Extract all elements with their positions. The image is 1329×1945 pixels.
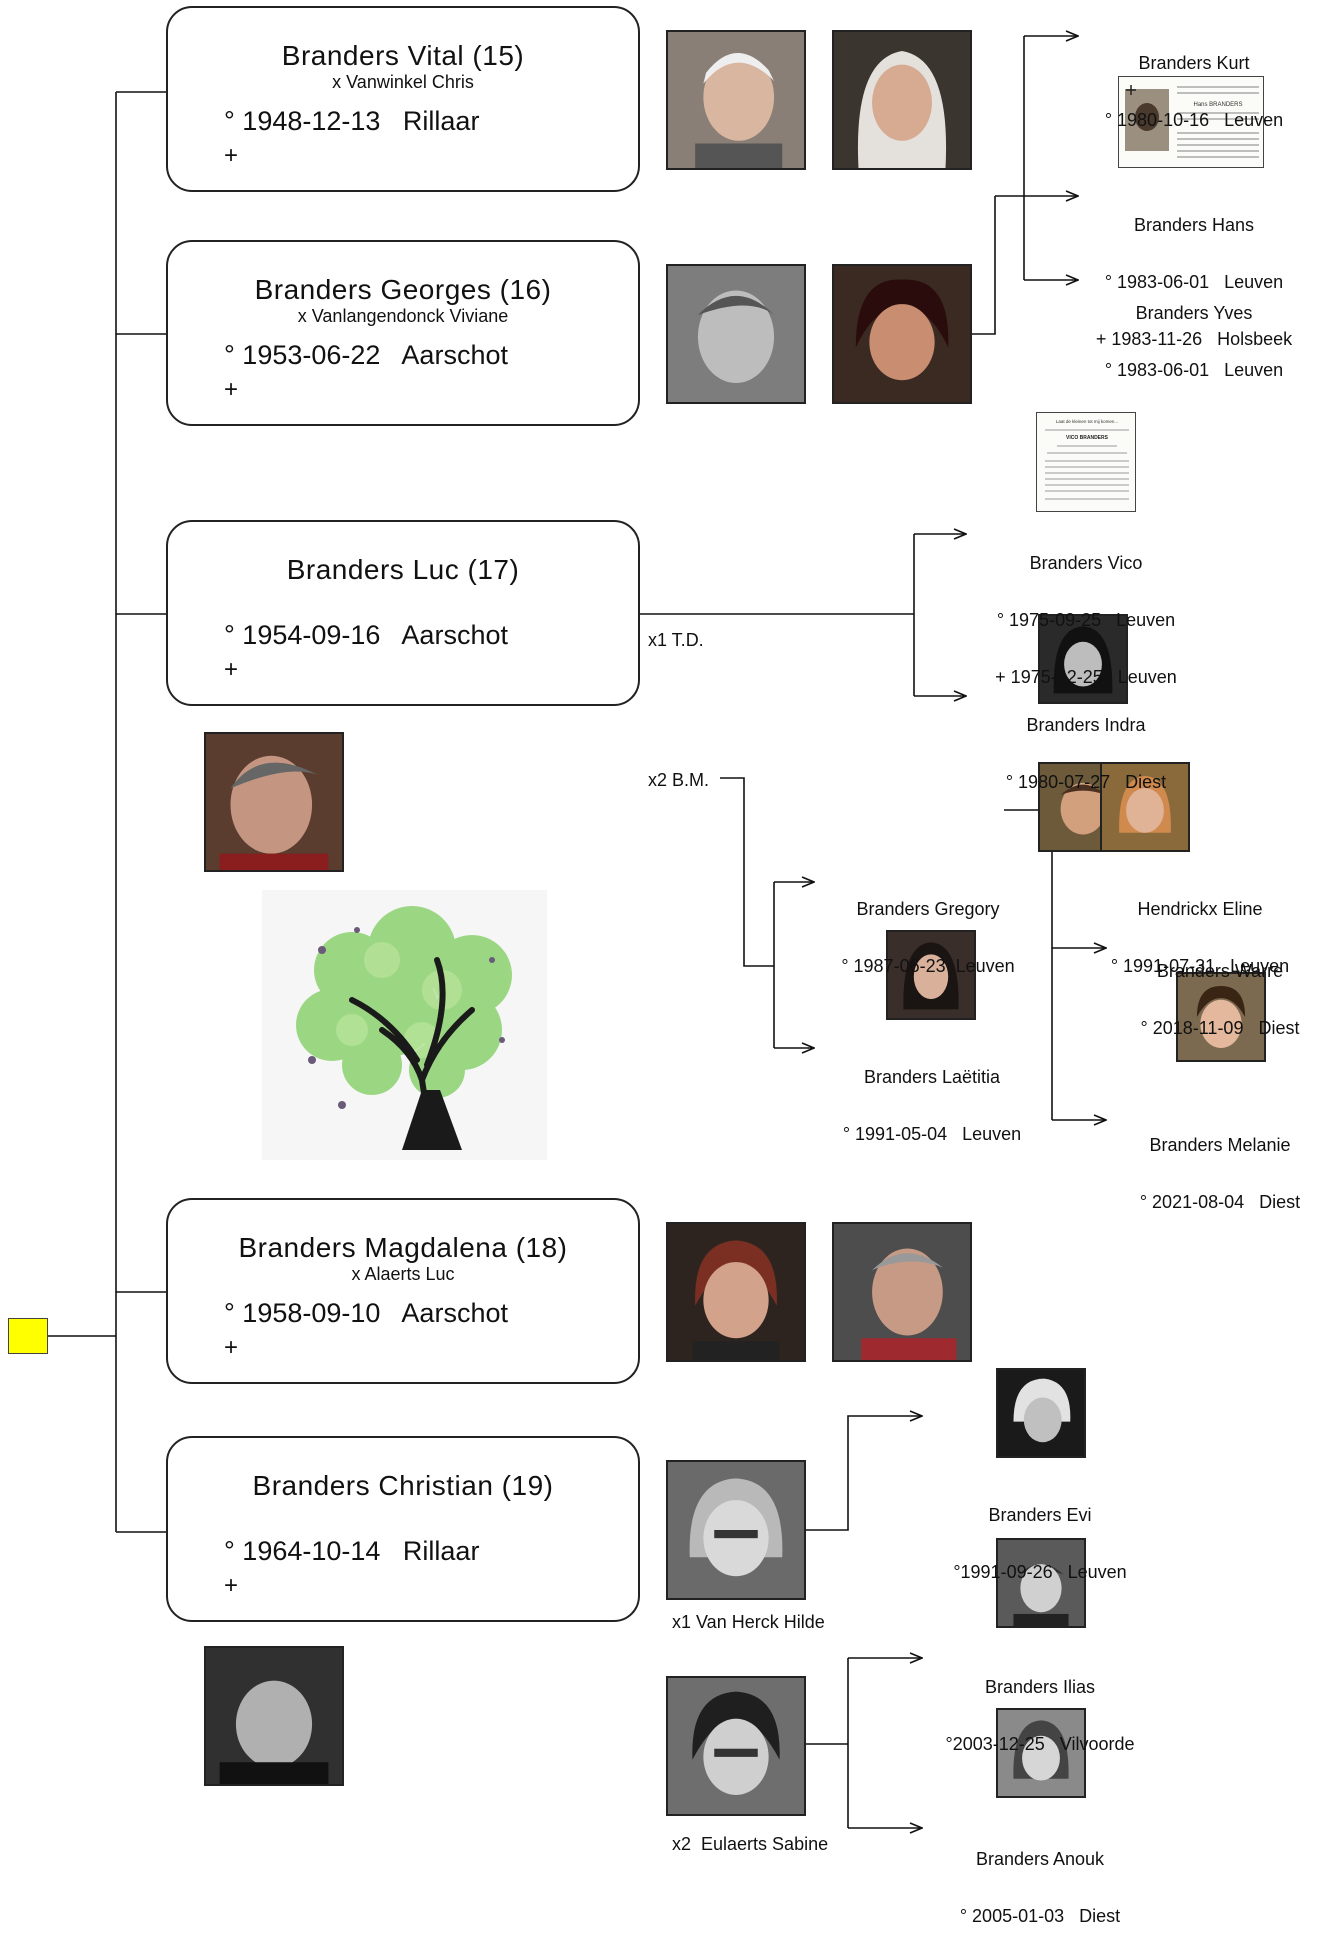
person-birth: °2003-12-25 Vilvoorde: [945, 1734, 1135, 1754]
photo-christian[interactable]: [204, 1646, 344, 1786]
person-info-hans[interactable]: Branders Hans ° 1983-06-01 Leuven + 1983…: [1072, 178, 1316, 368]
label-christian-x1: x1 Van Herck Hilde: [672, 1612, 825, 1632]
person-name: Branders Magdalena (18): [238, 1232, 568, 1263]
person-death: +: [224, 1572, 239, 1599]
person-box-georges[interactable]: Branders Georges (16) x Vanlangendonck V…: [166, 240, 640, 426]
person-death: + 1983-11-26 Holsbeek: [1095, 329, 1293, 349]
person-info-anouk[interactable]: Branders Anouk ° 2005-01-03 Diest: [930, 1812, 1150, 1945]
person-spouse: x Alaerts Luc: [351, 1264, 455, 1284]
person-death: +: [224, 1334, 239, 1361]
person-birth: ° 1987-06-23 Leuven: [841, 956, 1015, 976]
person-info-vico[interactable]: Branders Vico ° 1975-09-25 Leuven + 1975…: [976, 516, 1196, 706]
photo-georges[interactable]: [666, 264, 806, 404]
person-info-eline[interactable]: Hendrickx Eline ° 1991-07-31 Leuven: [1090, 862, 1310, 995]
photo-indra[interactable]: [1038, 614, 1128, 704]
person-birth: ° 1953-06-22 Aarschot: [224, 340, 508, 370]
person-birth: ° 2018-11-09 Diest: [1140, 1018, 1300, 1038]
photo-anouk[interactable]: [996, 1708, 1086, 1798]
label-luc-x1: x1 T.D.: [648, 630, 704, 650]
photo-evi[interactable]: [996, 1368, 1086, 1458]
person-name: Branders Indra: [1026, 715, 1146, 735]
person-info-warre[interactable]: Branders Warre ° 2018-11-09 Diest: [1110, 924, 1329, 1057]
person-info-evi[interactable]: Branders Evi °1991-09-26 Leuven: [930, 1468, 1150, 1601]
georges-line: [972, 196, 996, 335]
person-info-ilias[interactable]: Branders Ilias °2003-12-25 Vilvoorde: [920, 1640, 1160, 1773]
memorial-card-hans-name: Hans BRANDERS: [1193, 102, 1242, 108]
label-christian-x2: x2 Eulaerts Sabine: [672, 1834, 829, 1854]
person-birth: ° 1975-09-25 Leuven: [996, 610, 1176, 630]
person-birth: ° 1954-09-16 Aarschot: [224, 620, 508, 650]
person-name: Branders Luc (17): [286, 554, 520, 585]
photo-warre[interactable]: [1176, 972, 1266, 1062]
photo-eline[interactable]: [1100, 762, 1190, 852]
photo-van-herck-hilde[interactable]: [666, 1460, 806, 1600]
person-death: +: [224, 656, 239, 683]
person-info-yves[interactable]: Branders Yves ° 1983-06-01 Leuven: [1084, 266, 1304, 399]
person-birth: ° 1980-07-27 Diest: [1005, 772, 1167, 792]
memorial-card-hans[interactable]: Hans BRANDERS: [1118, 76, 1264, 168]
person-name: Branders Gregory: [856, 899, 1000, 919]
photo-vital[interactable]: [666, 30, 806, 170]
person-name: Branders Anouk: [975, 1849, 1105, 1869]
person-info-kurt[interactable]: Branders Kurt ° 1980-10-16 Leuven: [1084, 16, 1304, 149]
person-name: Branders Warre: [1156, 961, 1284, 981]
person-name: Branders Laëtitia: [863, 1067, 1001, 1087]
person-info-gregory[interactable]: Branders Gregory ° 1987-06-23 Leuven: [818, 862, 1038, 995]
person-name: Branders Hans: [1133, 215, 1255, 235]
person-name: Hendrickx Eline: [1137, 899, 1263, 919]
person-birth: ° 2021-08-04 Diest: [1139, 1192, 1301, 1212]
photo-ilias[interactable]: [996, 1538, 1086, 1628]
person-box-luc[interactable]: Branders Luc (17) ° 1954-09-16 Aarschot …: [166, 520, 640, 706]
person-death: +: [224, 142, 239, 169]
person-name: Branders Melanie: [1149, 1135, 1291, 1155]
person-box-christian[interactable]: Branders Christian (19) ° 1964-10-14 Ril…: [166, 1436, 640, 1622]
root-person-square[interactable]: [8, 1318, 48, 1354]
person-birth: ° 1983-06-01 Leuven: [1104, 272, 1284, 292]
person-name: Branders Christian (19): [252, 1470, 554, 1501]
memorial-card-vico[interactable]: Laat de kleinen tot mij komen... VICO BR…: [1036, 412, 1136, 512]
person-box-vital[interactable]: Branders Vital (15) x Vanwinkel Chris ° …: [166, 6, 640, 192]
person-death: + 1975-12-25 Leuven: [995, 667, 1177, 687]
luc-x2-line: [720, 777, 774, 967]
person-name: Branders Ilias: [984, 1677, 1096, 1697]
person-spouse: x Vanlangendonck Viviane: [297, 306, 509, 326]
photo-vanwinkel-chris[interactable]: [832, 30, 972, 170]
decorative-tree-image: [262, 890, 547, 1160]
person-birth: ° 1991-07-31 Leuven: [1110, 956, 1290, 976]
memorial-card-vico-line2: VICO BRANDERS: [1066, 435, 1109, 441]
photo-vanlangendonck-viviane[interactable]: [832, 264, 972, 404]
person-spouse: x Vanwinkel Chris: [332, 72, 474, 92]
person-birth: °1991-09-26 Leuven: [953, 1562, 1127, 1582]
christian-x1-line: [806, 1416, 922, 1531]
photo-alaerts-luc[interactable]: [832, 1222, 972, 1362]
person-name: Branders Vital (15): [281, 40, 525, 71]
person-name: Branders Kurt: [1138, 53, 1250, 73]
person-birth: ° 2005-01-03 Diest: [959, 1906, 1121, 1926]
person-name: Branders Yves: [1135, 303, 1253, 323]
label-luc-x2: x2 B.M.: [648, 770, 710, 790]
person-death: +: [224, 376, 239, 403]
person-birth: ° 1964-10-14 Rillaar: [224, 1536, 480, 1566]
photo-laetitia[interactable]: [886, 930, 976, 1020]
person-info-indra[interactable]: Branders Indra ° 1980-07-27 Diest: [976, 678, 1196, 811]
person-name: Branders Georges (16): [254, 274, 552, 305]
person-birth: ° 1958-09-10 Aarschot: [224, 1298, 508, 1328]
person-birth: ° 1948-12-13 Rillaar: [224, 106, 480, 136]
memorial-card-vico-line1: Laat de kleinen tot mij komen...: [1056, 419, 1118, 424]
person-info-melanie[interactable]: Branders Melanie ° 2021-08-04 Diest: [1110, 1098, 1329, 1231]
connector-lines: [48, 0, 1329, 1854]
person-name: Branders Vico: [1029, 553, 1143, 573]
photo-eulaerts-sabine[interactable]: [666, 1676, 806, 1816]
photo-magdalena[interactable]: [666, 1222, 806, 1362]
person-birth: ° 1980-10-16 Leuven: [1104, 110, 1284, 130]
person-birth: ° 1983-06-01 Leuven: [1104, 360, 1284, 380]
person-box-magdalena[interactable]: Branders Magdalena (18) x Alaerts Luc ° …: [166, 1198, 640, 1384]
person-info-laetitia[interactable]: Branders Laëtitia ° 1991-05-04 Leuven: [822, 1030, 1042, 1163]
photo-luc[interactable]: [204, 732, 344, 872]
person-birth: ° 1991-05-04 Leuven: [842, 1124, 1022, 1144]
person-name: Branders Evi: [988, 1505, 1092, 1525]
